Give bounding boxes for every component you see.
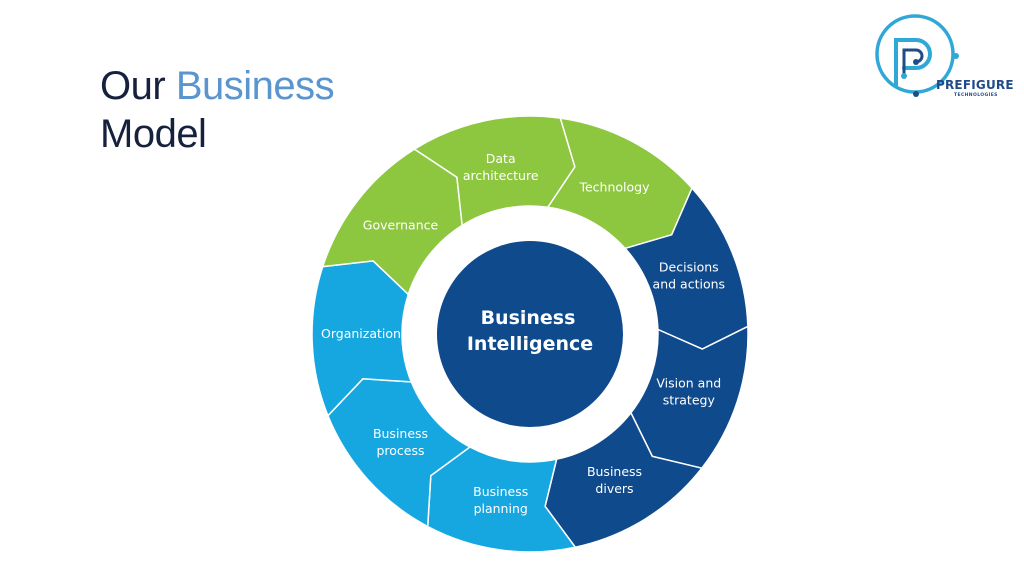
cycle-segment-label-3-1: divers	[595, 481, 633, 496]
prefigure-logo: PREFIGURE TECHNOLOGIES	[870, 10, 1020, 106]
cycle-segment-label-1-1: and actions	[653, 277, 725, 292]
prefigure-logo-icon	[875, 14, 959, 97]
cycle-segment-label-5-0: Business	[373, 426, 428, 441]
cycle-segment-label-3-0: Business	[587, 464, 642, 479]
cycle-segment-label-0-0: Technology	[578, 180, 650, 195]
cycle-segment-label-2-0: Vision and	[656, 375, 721, 390]
logo-subtitle: TECHNOLOGIES	[954, 93, 998, 98]
title-word-business: Business	[175, 64, 335, 108]
title-word-model: Model	[100, 112, 207, 156]
cycle-segment-label-1-0: Decisions	[659, 260, 719, 275]
cycle-segment-8	[413, 115, 576, 227]
center-circle	[437, 241, 623, 427]
logo-name: PREFIGURE	[936, 78, 1014, 92]
cycle-segment-label-4-1: planning	[474, 501, 528, 516]
page-title: Our Business Model	[100, 62, 335, 158]
cycle-segment-label-6-0: Organization	[321, 326, 401, 341]
cycle-segment-label-2-1: strategy	[663, 392, 716, 407]
cycle-segment-label-4-0: Business	[473, 484, 528, 499]
title-word-our: Our	[100, 64, 166, 108]
cycle-segment-label-5-1: process	[376, 443, 424, 458]
cycle-segment-label-8-1: architecture	[463, 168, 539, 183]
center-label-line1: Business	[481, 307, 576, 329]
cycle-segment-label-8-0: Data	[486, 151, 516, 166]
center-label-line2: Intelligence	[467, 333, 593, 355]
cycle-segment-label-7-0: Governance	[363, 217, 439, 232]
